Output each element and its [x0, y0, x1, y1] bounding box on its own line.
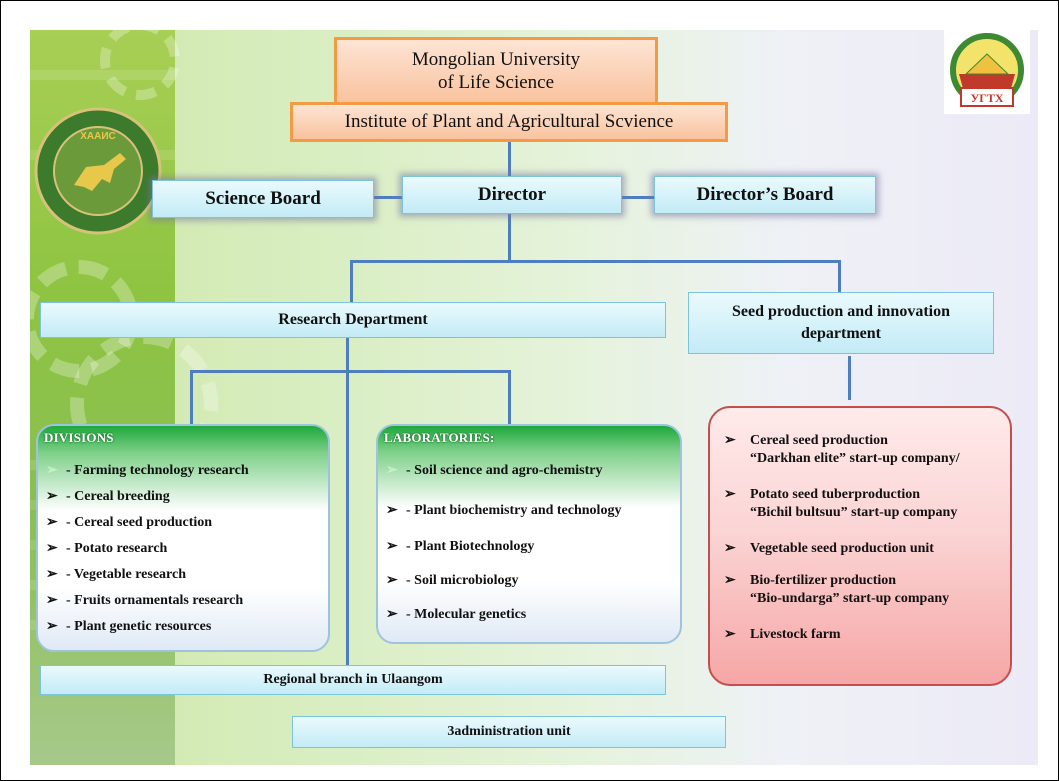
director-box: Director: [402, 176, 622, 214]
list-item: ➢- Vegetable research: [46, 567, 187, 582]
svg-text:ХААИС: ХААИС: [80, 131, 116, 142]
arrow-bullet-icon: ➢: [724, 541, 736, 556]
connector-line: [508, 142, 511, 182]
science-board-label: Science Board: [205, 188, 321, 209]
university-name-line1: Mongolian University: [411, 49, 581, 70]
directors-board-box: Director’s Board: [654, 176, 876, 214]
connector-line: [190, 370, 510, 373]
list-item: ➢- Farming technology research: [46, 463, 249, 478]
arrow-bullet-icon: ➢: [724, 433, 736, 448]
arrow-bullet-icon: ➢: [724, 487, 736, 502]
list-item: ➢Bio-fertilizer production“Bio-undarga” …: [724, 573, 950, 606]
slide-canvas: ХААИС УГТХ Mongolian University of Life …: [30, 30, 1038, 765]
list-item: ➢Livestock farm: [724, 627, 841, 642]
arrow-bullet-icon: ➢: [386, 573, 398, 588]
list-item: ➢Vegetable seed production unit: [724, 541, 934, 556]
admin-unit-label: 3administration unit: [447, 724, 571, 739]
list-item: ➢- Plant biochemistry and technology: [386, 503, 622, 518]
admin-unit-box: 3administration unit: [292, 716, 726, 748]
sun-icon: [100, 30, 180, 100]
list-item: ➢Cereal seed production“Darkhan elite” s…: [724, 433, 960, 466]
list-item: ➢- Cereal seed production: [46, 515, 213, 530]
svg-text:УГТХ: УГТХ: [970, 91, 1003, 105]
arrow-bullet-icon: ➢: [386, 539, 398, 554]
connector-line: [848, 356, 851, 400]
laboratories-panel: LABORATORIES: ➢- Soil science and agro-c…: [376, 424, 682, 644]
connector-line: [838, 260, 841, 292]
connector-line: [508, 214, 511, 262]
laboratories-title: LABORATORIES:: [384, 430, 495, 445]
connector-line: [190, 370, 193, 424]
arrow-bullet-icon: ➢: [46, 463, 58, 478]
arrow-bullet-icon: ➢: [386, 503, 398, 518]
seed-department-line2: department: [801, 325, 881, 342]
arrow-bullet-icon: ➢: [46, 567, 58, 582]
connector-line: [622, 196, 654, 199]
university-name-line2: of Life Science: [437, 72, 555, 93]
list-item: ➢- Molecular genetics: [386, 607, 527, 622]
seed-department-line1: Seed production and innovation: [732, 303, 950, 320]
regional-branch-label: Regional branch in Ulaangom: [263, 672, 443, 687]
arrow-bullet-icon: ➢: [46, 515, 58, 530]
arrow-bullet-icon: ➢: [46, 619, 58, 634]
list-item: ➢- Soil science and agro-chemistry: [386, 463, 603, 478]
list-item: ➢- Plant Biotechnology: [386, 539, 535, 554]
list-item: ➢- Cereal breeding: [46, 489, 170, 504]
institute-name: Institute of Plant and Agricultural Scvi…: [344, 111, 674, 132]
seed-units-panel: ➢Cereal seed production“Darkhan elite” s…: [708, 406, 1012, 686]
directors-board-label: Director’s Board: [696, 184, 834, 205]
institute-title-box: Institute of Plant and Agricultural Scvi…: [290, 102, 728, 142]
connector-line: [374, 196, 402, 199]
science-board-box: Science Board: [152, 180, 374, 218]
arrow-bullet-icon: ➢: [386, 463, 398, 478]
arrow-bullet-icon: ➢: [46, 489, 58, 504]
research-department-box: Research Department: [40, 302, 666, 338]
connector-line: [508, 370, 511, 424]
list-item: ➢Potato seed tuberproduction“Bichil bult…: [724, 487, 958, 520]
connector-line: [350, 260, 840, 263]
arrow-bullet-icon: ➢: [724, 627, 736, 642]
connector-line: [346, 338, 349, 666]
university-emblem-logo: ХААИС: [34, 107, 162, 235]
arrow-bullet-icon: ➢: [46, 541, 58, 556]
regional-branch-box: Regional branch in Ulaangom: [40, 665, 666, 695]
arrow-bullet-icon: ➢: [386, 607, 398, 622]
connector-line: [350, 260, 353, 302]
arrow-bullet-icon: ➢: [724, 573, 736, 588]
list-item: ➢- Potato research: [46, 541, 168, 556]
divisions-panel: DIVISIONS ➢- Farming technology research…: [36, 424, 330, 652]
seed-department-box: Seed production and innovation departmen…: [688, 292, 994, 354]
list-item: ➢- Plant genetic resources: [46, 619, 212, 634]
divisions-title: DIVISIONS: [44, 430, 114, 445]
list-item: ➢- Soil microbiology: [386, 573, 519, 588]
list-item: ➢- Fruits ornamentals research: [46, 593, 244, 608]
research-department-label: Research Department: [278, 311, 428, 328]
arrow-bullet-icon: ➢: [46, 593, 58, 608]
institute-logo: УГТХ: [944, 30, 1030, 114]
university-title-box: Mongolian University of Life Science: [334, 37, 658, 105]
director-label: Director: [477, 184, 547, 205]
